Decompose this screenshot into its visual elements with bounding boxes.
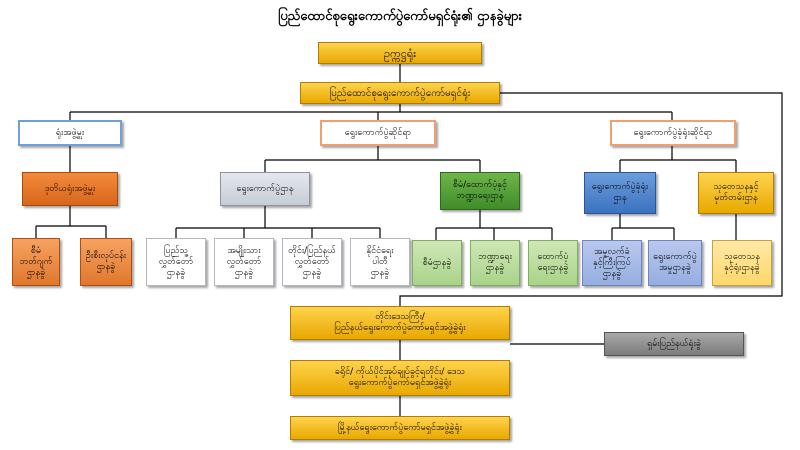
admin-general-sub-box: ဦးစီးလုပ်ငန်း ဌာနခွဲ <box>80 238 132 286</box>
planning-sub-box: စီမံဌာနခွဲ <box>412 240 462 286</box>
tribunal-dept-box: ရွေးကောက်ပွဲခုံရုံး ဌာန <box>584 172 656 214</box>
election-case-sub-box: ရွေးကောက်ပွဲ အမှုဌာနခွဲ <box>648 240 702 286</box>
supply-sub-box: ထောက်ပံ့ ရေးဌာနခွဲ <box>528 240 578 286</box>
chairman-office-box: ဥက္ကဋ္ဌရုံး <box>318 42 482 64</box>
admin-branch-box: ရုံးအဖွဲ့မှူး <box>18 120 122 146</box>
union-office-box: ပြည်ထောင်စုရွေးကောက်ပွဲကော်မရှင်ရုံး <box>300 82 500 104</box>
finance-sub-box: ဘဏ္ဍာရေး ဌာနခွဲ <box>470 240 520 286</box>
tribunal-affairs-box: ရွေးကောက်ပွဲခုံရုံးဆိုင်ရာ <box>610 120 736 146</box>
region-hluttaw-sub-box: တိုင်း/ပြည်နယ် လွှတ်တော် ဌာနခွဲ <box>282 238 342 286</box>
region-state-office-box: တိုင်းဒေသကြီး/ ပြည်နယ်ရွေးကောက်ပွဲကော်မရ… <box>290 306 510 340</box>
chart-title: ပြည်ထောင်စုရွေးကောက်ပွဲကော်မရှင်ရုံး၏ ဌာ… <box>278 9 522 24</box>
admin-budget-sub-box: စီမံ ဘတ်ဂျက် ဌာနခွဲ <box>12 238 60 286</box>
research-office-sub-box: သုတေသန နှင့်ရုံးဌာနခွဲ <box>712 240 772 286</box>
election-dept-box: ရွေးကောက်ပွဲဌာန <box>220 172 310 206</box>
pyithu-hluttaw-sub-box: ပြည်သူ့ လွှတ်တော် ဌာနခွဲ <box>146 238 206 286</box>
amyotha-hluttaw-sub-box: အမျိုးသား လွှတ်တော် ဌာနခွဲ <box>214 238 274 286</box>
political-party-sub-box: နိုင်ငံရေး ပါတီ ဌာနခွဲ <box>350 238 410 286</box>
research-dept-box: သုတေသနနှင့် မှတ်တမ်းဌာန <box>698 172 774 214</box>
deputy-admin-box: ဒုတိယရုံးအဖွဲ့မှူး <box>22 172 118 206</box>
election-affairs-box: ရွေးကောက်ပွဲဆိုင်ရာ <box>320 120 436 146</box>
shan-state-branch-box: ရှမ်းပြည်နယ်ရုံးခွဲ <box>604 332 744 356</box>
township-office-box: မြို့နယ်ရွေးကောက်ပွဲကော်မရှင်အဖွဲ့ခွဲရုံ… <box>290 416 510 440</box>
planning-dept-box: စီမံ/ထောက်ပံ့နှင့် ဘဏ္ဍာရေးဌာန <box>440 172 520 210</box>
district-office-box: ခရိုင်/ ကိုယ်ပိုင်အုပ်ချုပ်ခွင့်ရတိုင်း/… <box>290 360 510 396</box>
case-acceptance-sub-box: အမှုလက်ခံ နှင့်ကြီးကြပ် ဌာနခွဲ <box>582 240 642 286</box>
